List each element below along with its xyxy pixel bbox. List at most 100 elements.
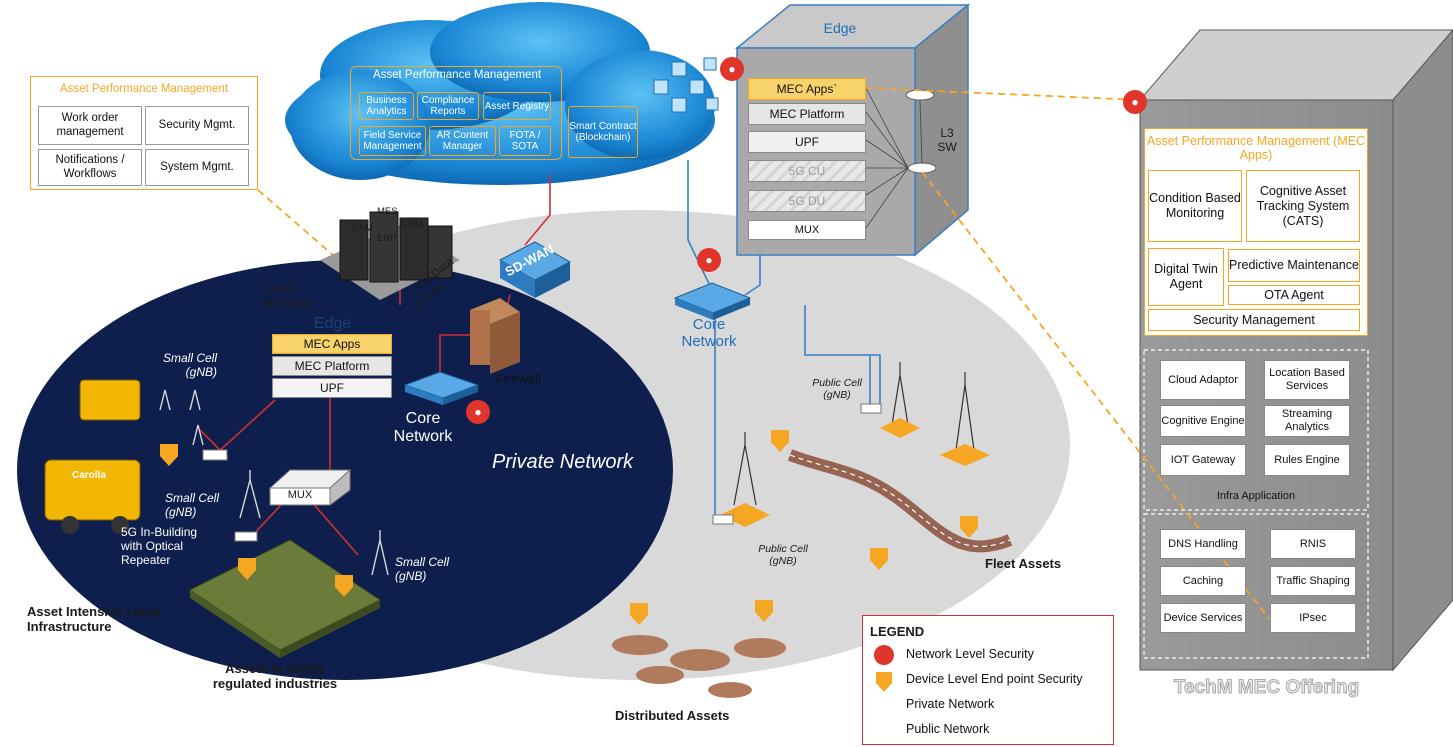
distributed-assets-label: Distributed Assets [615,708,730,723]
asset-intensive-caption: Asset Intensive Large Infrastructure [27,604,162,634]
edge-top-mux: MUX [748,220,866,240]
tower-iot-gateway: IOT Gateway [1160,444,1246,476]
firewall-icon [470,298,520,374]
regulated-caption: Assets in highly regulated industries [212,661,338,691]
legend-network-security: Network Level Security [906,647,1034,661]
cloud-shape [285,2,715,185]
public-cell-label-1: Public Cell (gNB) [812,377,862,402]
private-edge-upf: UPF [272,378,392,398]
cloud-item-business-analytics: Business Analytics [359,92,414,120]
legend-public-network: Public Network [906,722,990,736]
tower-security-management: Security Management [1148,309,1360,331]
cloud-item-field-service: Field Service Management [359,126,426,156]
small-cell-label-2: Small Cell (gNB) [165,491,220,519]
shield-icon [870,548,888,570]
edge-internal-links [865,87,923,229]
tower-rnis: RNIS [1270,529,1356,559]
public-core-network-label: Core Network [681,316,737,351]
edge-top-upf: UPF [748,131,866,153]
legend-device-security: Device Level End point Security [906,672,1083,686]
private-network-label: Private Network [492,451,634,473]
tower-device-services: Device Services [1160,603,1246,633]
tower-ota-agent: OTA Agent [1228,285,1360,305]
small-router-icon [202,403,882,542]
edge-top-mec-platform: MEC Platform [748,103,866,125]
public-cell-label-2: Public Cell (gNB) [758,543,808,568]
apm-security-mgmt: Security Mgmt. [145,106,249,145]
lock-icon: ● [720,57,744,81]
cell-tower-icon [733,362,975,506]
private-core-switch-icon [403,371,480,405]
legend-title: LEGEND [870,624,925,639]
private-mux-box [268,468,352,506]
cloud-item-ar-content: AR Content Manager [429,126,496,156]
cloud-apm-title: Asset Performance Management [372,69,542,81]
tower-ipsec: IPsec [1270,603,1356,633]
equipment-brand-label: Carolla [72,470,106,481]
tower-cats: Cognitive Asset Tracking System (CATS) [1246,170,1360,242]
tower-apm-title: Asset Performance Management (MEC Apps) [1146,134,1366,163]
lock-icon: ● [466,400,490,424]
tower-caching: Caching [1160,566,1246,596]
sdwan-icon [498,241,572,298]
legend-private-network: Private Network [906,697,995,711]
lock-icon: ● [697,248,721,272]
shield-icon [630,603,648,625]
cloud-item-compliance-reports: Compliance Reports [417,92,479,120]
private-edge-title: Edge [313,315,352,332]
cloud-item-fota-sota: FOTA / SOTA [499,126,551,156]
apm-system-mgmt: System Mgmt. [145,149,249,186]
lock-icon [874,645,894,665]
tower-rules-engine: Rules Engine [1264,444,1350,476]
server-label-erp: ERP [377,233,397,244]
distributed-assets-ground [612,635,786,698]
tower-location-services: Location Based Services [1264,360,1350,400]
legend-box [862,615,1114,745]
tower-predictive-maintenance: Predictive Maintenance [1228,249,1360,282]
server-label-crm: CRM [401,219,423,230]
small-cell-label-3: Small Cell (gNB) [395,555,450,583]
tower-cognitive-engine: Cognitive Engine [1160,405,1246,437]
shield-icon [876,672,892,692]
apm-work-order: Work order management [38,106,142,145]
server-rack-icon [320,211,460,300]
apm-panel-title: Asset Performance Management [59,83,229,95]
lock-icon: ● [1123,90,1147,114]
tower-digital-twin: Digital Twin Agent [1148,248,1224,306]
private-edge-mec-platform: MEC Platform [272,356,392,376]
cloud-item-smart-contract: Smart Contract (Blockchain) [568,106,638,158]
local-breakout-label: Local Breakout [262,282,313,311]
firewall-label: Firewall [496,371,541,386]
fleet-assets-label: Fleet Assets [985,556,1062,571]
apm-notifications: Notifications / Workflows [38,149,142,186]
edge-top-title: Edge [823,20,857,36]
edge-top-5g-cu: 5G CU [748,160,866,182]
tower-streaming-analytics: Streaming Analytics [1264,405,1350,437]
heavy-equipment-icon [44,379,141,534]
private-core-network-label: Core Network [393,410,453,446]
small-cell-antenna-icon [159,389,389,576]
repeater-label: 5G In-Building with Optical Repeater [121,525,198,567]
tower-offering-label: TechM MEC Offering [1173,677,1360,699]
private-edge-mec-apps: MEC Apps [272,334,392,354]
tower-infra-label: Infra Application [1216,490,1296,502]
shield-icon [238,558,256,580]
tower-traffic-shaping: Traffic Shaping [1270,566,1356,596]
small-cell-label-1: Small Cell (gNB) [162,351,217,379]
tower-dns-handling: DNS Handling [1160,529,1246,559]
server-label-mes: MES [377,206,398,217]
shield-icon [771,430,789,452]
blockchain-cubes-icon [653,57,719,113]
l3-switch-label: L3 SW [937,126,957,154]
edge-top-mec-apps: MEC Apps` [748,78,866,100]
regulated-plant-icon [189,539,381,658]
public-core-switch-icon [673,282,752,320]
cloud-apm-frame [350,66,562,160]
shield-icon [335,575,353,597]
tower-condition-monitoring: Condition Based Monitoring [1148,170,1242,242]
tower-cloud-adaptor: Cloud Adaptor [1160,360,1246,400]
cloud-item-asset-registry: Asset Registry [483,92,551,120]
edge-top-5g-du: 5G DU [748,190,866,212]
shield-icon [755,600,773,622]
